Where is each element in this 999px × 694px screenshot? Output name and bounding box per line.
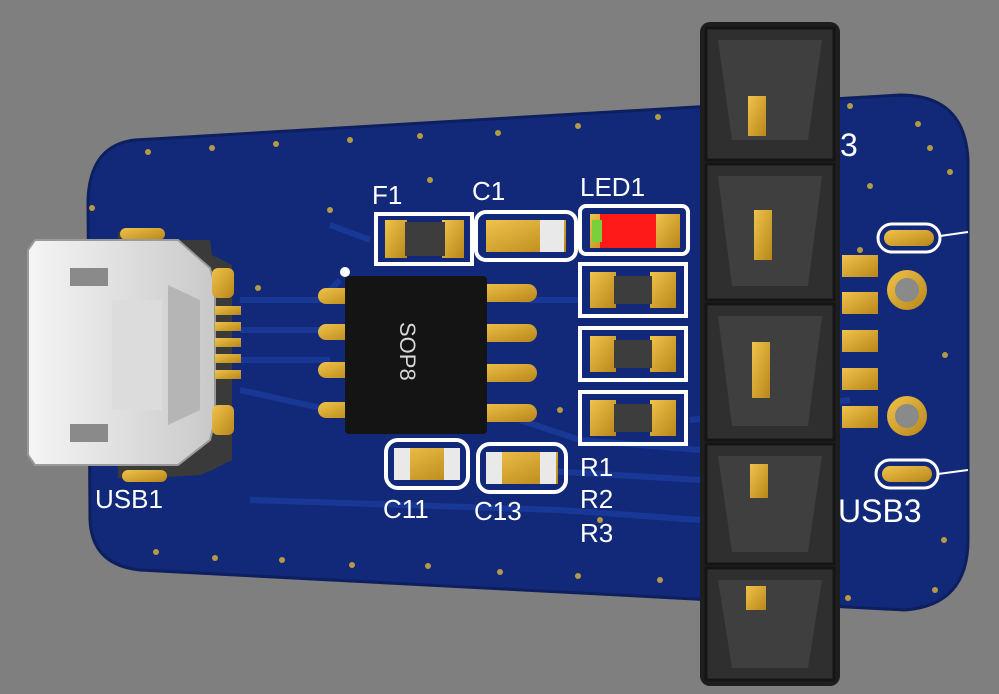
pin-number-label: 3	[840, 127, 858, 163]
header-pin-1	[704, 26, 836, 162]
usb3-label: USB3	[838, 493, 922, 529]
c13-label: C13	[474, 496, 522, 526]
led1-label: LED1	[580, 172, 645, 202]
capacitor-c1	[474, 210, 578, 262]
led-led1	[578, 204, 690, 256]
r1-label: R1	[580, 452, 613, 482]
chip-label: SOP8	[395, 322, 420, 381]
micro-usb-connector	[27, 228, 241, 482]
r2-label: R2	[580, 484, 613, 514]
capacitor-c11	[384, 438, 470, 490]
usb1-label: USB1	[95, 484, 163, 514]
pin-header-5	[700, 22, 840, 686]
sop8-chip	[318, 267, 537, 434]
capacitor-c13	[476, 442, 568, 494]
resistor-r3	[578, 390, 688, 446]
header-pin-2	[704, 162, 836, 302]
header-pin-3	[704, 302, 836, 442]
vias	[89, 103, 953, 601]
c1-label: C1	[472, 176, 505, 206]
resistor-r2	[578, 326, 688, 382]
f1-label: F1	[372, 180, 402, 210]
c11-label: C11	[383, 494, 429, 524]
fuse-f1	[374, 212, 474, 266]
r3-label: R3	[580, 518, 613, 548]
header-pin-4	[704, 442, 836, 566]
header-pin-5	[704, 566, 836, 682]
resistor-r1	[578, 262, 688, 318]
usb3-pads	[842, 222, 969, 490]
